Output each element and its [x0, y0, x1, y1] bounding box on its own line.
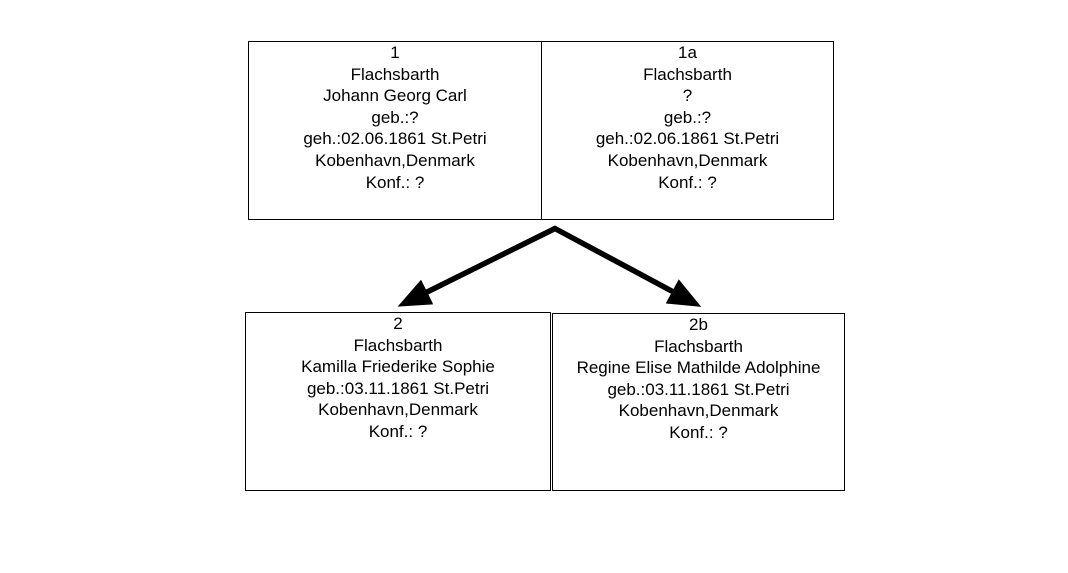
- person-place: Kobenhavn,Denmark: [315, 150, 475, 170]
- person-surname: Flachsbarth: [654, 336, 743, 356]
- person-box-1: 1 Flachsbarth Johann Georg Carl geb.:? g…: [248, 41, 542, 220]
- arrow-to-child-2: [397, 225, 558, 307]
- person-box-2: 2 Flachsbarth Kamilla Friederike Sophie …: [245, 312, 551, 491]
- person-given-names: ?: [682, 86, 693, 106]
- person-given-names: Regine Elise Mathilde Adolphine: [576, 358, 821, 378]
- person-surname: Flachsbarth: [350, 64, 440, 84]
- person-marriage: geh.:02.06.1861 St.Petri: [303, 129, 487, 149]
- person-place: Kobenhavn,Denmark: [607, 150, 768, 170]
- person-birth: geb.:03.11.1861 St.Petri: [306, 378, 490, 398]
- person-birth: geb.:03.11.1861 St.Petri: [607, 379, 790, 399]
- person-confirmation: Konf.: ?: [368, 421, 428, 441]
- person-id: 2b: [689, 315, 708, 334]
- person-place: Kobenhavn,Denmark: [318, 400, 478, 420]
- person-confirmation: Konf.: ?: [669, 422, 728, 442]
- arrow-to-child-2b: [552, 225, 702, 307]
- person-marriage: geh.:02.06.1861 St.Petri: [595, 129, 780, 149]
- person-given-names: Johann Georg Carl: [323, 86, 467, 106]
- person-confirmation: Konf.: ?: [658, 172, 717, 192]
- person-birth: geb.:?: [371, 107, 419, 127]
- person-id: 2: [393, 314, 403, 333]
- person-box-1a: 1a Flachsbarth ? geb.:? geh.:02.06.1861 …: [541, 41, 834, 220]
- person-confirmation: Konf.: ?: [365, 172, 425, 192]
- person-id: 1: [390, 43, 400, 62]
- person-id: 1a: [678, 43, 697, 62]
- person-surname: Flachsbarth: [353, 335, 443, 355]
- person-place: Kobenhavn,Denmark: [618, 401, 779, 421]
- person-surname: Flachsbarth: [643, 64, 732, 84]
- person-box-2b: 2b Flachsbarth Regine Elise Mathilde Ado…: [552, 313, 845, 491]
- person-birth: geb.:?: [663, 107, 712, 127]
- person-given-names: Kamilla Friederike Sophie: [301, 357, 495, 377]
